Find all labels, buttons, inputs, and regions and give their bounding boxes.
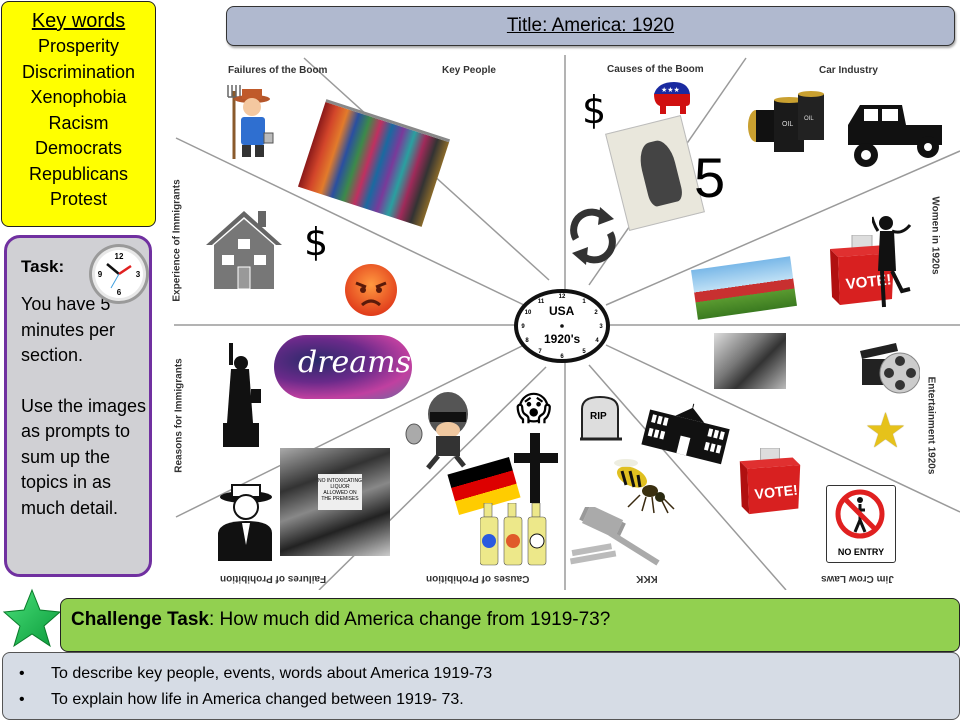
section-label-kkk: KKK: [636, 573, 658, 584]
dreams-cloud-image: dreams: [274, 335, 412, 399]
svg-text:10: 10: [525, 310, 532, 316]
section-label-key-people: Key People: [442, 65, 496, 76]
svg-text:OIL: OIL: [804, 116, 814, 122]
angry-emoji-icon: [345, 264, 397, 316]
clock-icon: 12 3 6 9: [89, 244, 149, 304]
svg-text:OIL: OIL: [782, 121, 793, 128]
svg-text:4: 4: [595, 338, 599, 344]
task-title: Task:: [21, 257, 65, 276]
keyword-item: Prosperity: [37, 36, 120, 56]
gavel-icon: [570, 507, 660, 566]
section-label-women-1920s: Women in 1920s: [929, 196, 941, 275]
school-building-icon: [641, 397, 730, 465]
no-entry-sign: NO ENTRY: [826, 485, 896, 563]
speakeasy-photo: NO INTOXICATING LIQUOR ALLOWED ON THE PR…: [280, 448, 390, 556]
keyword-item: Republicans: [28, 163, 129, 184]
keywords-title: Key words: [31, 10, 126, 32]
challenge-task-question: : How much did America change from 1919-…: [208, 609, 611, 630]
section-label-causes-of-boom: Causes of the Boom: [607, 64, 704, 75]
republican-elephant-icon: ★★★: [654, 82, 690, 114]
dollar-sign-icon-2: $: [304, 220, 329, 264]
beer-bottles-icon: [480, 503, 547, 566]
svg-text:8: 8: [525, 338, 529, 344]
section-label-jim-crow: Jim Crow Laws: [821, 573, 894, 584]
svg-text:12: 12: [559, 294, 566, 300]
task-instruction-time: You have 5 minutes per section.: [21, 294, 116, 365]
svg-text:6: 6: [560, 354, 564, 360]
film-reel-icon: [860, 343, 920, 394]
topic-wheel: Failures of the Boom Key People Causes o…: [171, 55, 960, 590]
no-pedestrian-icon: [835, 489, 885, 539]
dollar-sign-icon: $: [582, 88, 607, 132]
wasp-icon: [614, 459, 675, 514]
objective-item: To explain how life in America changed b…: [19, 687, 959, 713]
keyword-item: Protest: [49, 189, 108, 209]
svg-text:12: 12: [115, 252, 124, 261]
section-label-entertainment: Entertainment 1920s: [925, 376, 937, 475]
center-label-bottom: 1920's: [544, 332, 581, 346]
jazz-trumpeter-photo: [714, 333, 786, 389]
svg-text:3: 3: [136, 270, 141, 279]
oil-barrels-icon: OIL OIL: [748, 91, 824, 152]
objective-item: To describe key people, events, words ab…: [19, 661, 959, 687]
section-label-failures-of-boom: Failures of the Boom: [228, 65, 328, 76]
svg-text:11: 11: [538, 299, 545, 305]
dreams-text: dreams: [298, 345, 412, 380]
section-label-reasons-for-immigrants: Reasons for Immigrants: [173, 358, 185, 473]
section-label-failures-of-prohibition: Failures of Prohibition: [220, 573, 327, 584]
gold-star-icon: ★: [864, 403, 908, 459]
svg-text:1: 1: [582, 299, 586, 305]
al-capone-icon: [218, 484, 272, 561]
keyword-item: Racism: [48, 112, 109, 133]
model-t-car-icon: [848, 105, 942, 167]
svg-text:VOTE!: VOTE!: [754, 483, 799, 503]
learning-objectives: To describe key people, events, words ab…: [2, 652, 960, 720]
page-title-text: Title: America: 1920: [506, 15, 675, 36]
task-instruction-images: Use the images as prompts to sum up the …: [21, 395, 147, 518]
number-five: 5: [694, 146, 726, 209]
svg-text:6: 6: [117, 288, 122, 297]
farmer-icon: [227, 85, 274, 159]
keyword-item: Xenophobia: [30, 87, 127, 107]
scream-emoji-icon: 😱: [516, 389, 552, 429]
keyword-item: Democrats: [34, 138, 123, 158]
page-title: Title: America: 1920: [226, 6, 955, 46]
refresh-arrows-icon: [570, 207, 616, 265]
task-panel: Task: 12 3 6 9 You have 5 minutes per se…: [4, 235, 152, 577]
no-liquor-sign: NO INTOXICATING LIQUOR ALLOWED ON THE PR…: [318, 474, 362, 510]
vote-box-icon-2: VOTE!: [739, 448, 801, 515]
house-icon: [206, 211, 282, 289]
keywords-panel: Key words Prosperity Discrimination Xeno…: [1, 1, 156, 227]
section-label-car-industry: Car Industry: [819, 65, 878, 76]
svg-text:RIP: RIP: [590, 411, 607, 422]
flapper-silhouette-icon: [872, 216, 912, 308]
svg-text:3: 3: [599, 324, 603, 330]
star-icon: [2, 588, 62, 648]
no-entry-text: NO ENTRY: [837, 547, 885, 557]
center-label-top: USA: [549, 304, 575, 318]
keyword-item: Discrimination: [21, 61, 136, 82]
statue-of-liberty-icon: [223, 343, 261, 447]
svg-text:9: 9: [521, 324, 525, 330]
svg-text:7: 7: [538, 349, 542, 355]
challenge-task-label: Challenge Task: [71, 609, 209, 630]
svg-text:9: 9: [98, 270, 103, 279]
rip-gravestone-icon: RIP: [580, 395, 622, 441]
svg-text:2: 2: [594, 310, 598, 316]
burglar-icon: [405, 392, 468, 470]
section-label-experience-of-immigrants: Experience of Immigrants: [171, 179, 183, 302]
svg-text:5: 5: [582, 349, 586, 355]
svg-text:★★★: ★★★: [661, 86, 680, 94]
section-label-causes-of-prohibition: Causes of Prohibition: [426, 573, 530, 584]
challenge-task-banner: Challenge Task: How much did America cha…: [60, 598, 960, 652]
cross-icon: [514, 433, 558, 503]
